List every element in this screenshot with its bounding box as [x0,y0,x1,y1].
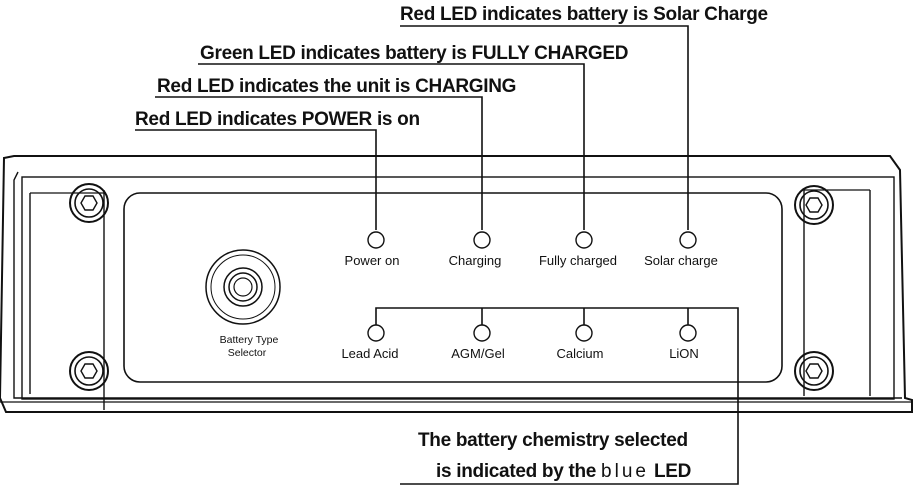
bottom-note-suffix: LED [649,461,691,482]
lion-label: LiON [669,346,699,361]
bottom-note-blue: blue [601,461,649,482]
solar-charge-led [679,231,697,249]
agm-gel-led [473,324,491,342]
lead-acid-led [367,324,385,342]
device-housing [0,155,913,413]
fully-charged-label: Fully charged [539,253,617,268]
bottom-note-line1: The battery chemistry selected [418,430,688,451]
calcium-label: Calcium [557,346,604,361]
bottom-note-prefix: is indicated by the [436,461,601,482]
selector-label-line1: Battery Type [220,334,279,346]
callout-power: Red LED indicates POWER is on [135,109,420,130]
status-led-row [367,231,697,249]
chemistry-led-row [367,324,697,342]
screw-icon [794,351,834,391]
solar-charge-label: Solar charge [644,253,718,268]
charging-led [473,231,491,249]
lion-led [679,324,697,342]
screw-icon [69,351,109,391]
callout-charging: Red LED indicates the unit is CHARGING [157,76,516,97]
bottom-note-line2: is indicated by the blue LED [436,461,691,482]
power-on-led [367,231,385,249]
callout-fully-charged: Green LED indicates battery is FULLY CHA… [200,43,628,64]
callout-leaders [135,25,689,230]
screw-icon [69,183,109,223]
selector-label-line2: Selector [228,347,267,359]
battery-type-selector-knob[interactable] [205,249,281,325]
agm-gel-label: AGM/Gel [451,346,505,361]
charging-label: Charging [449,253,502,268]
fully-charged-led [575,231,593,249]
chemistry-bracket [375,307,739,485]
front-panel [123,192,783,383]
lead-acid-label: Lead Acid [341,346,398,361]
power-on-label: Power on [345,253,400,268]
screw-icon [794,185,834,225]
calcium-led [575,324,593,342]
callout-solar: Red LED indicates battery is Solar Charg… [400,4,768,25]
